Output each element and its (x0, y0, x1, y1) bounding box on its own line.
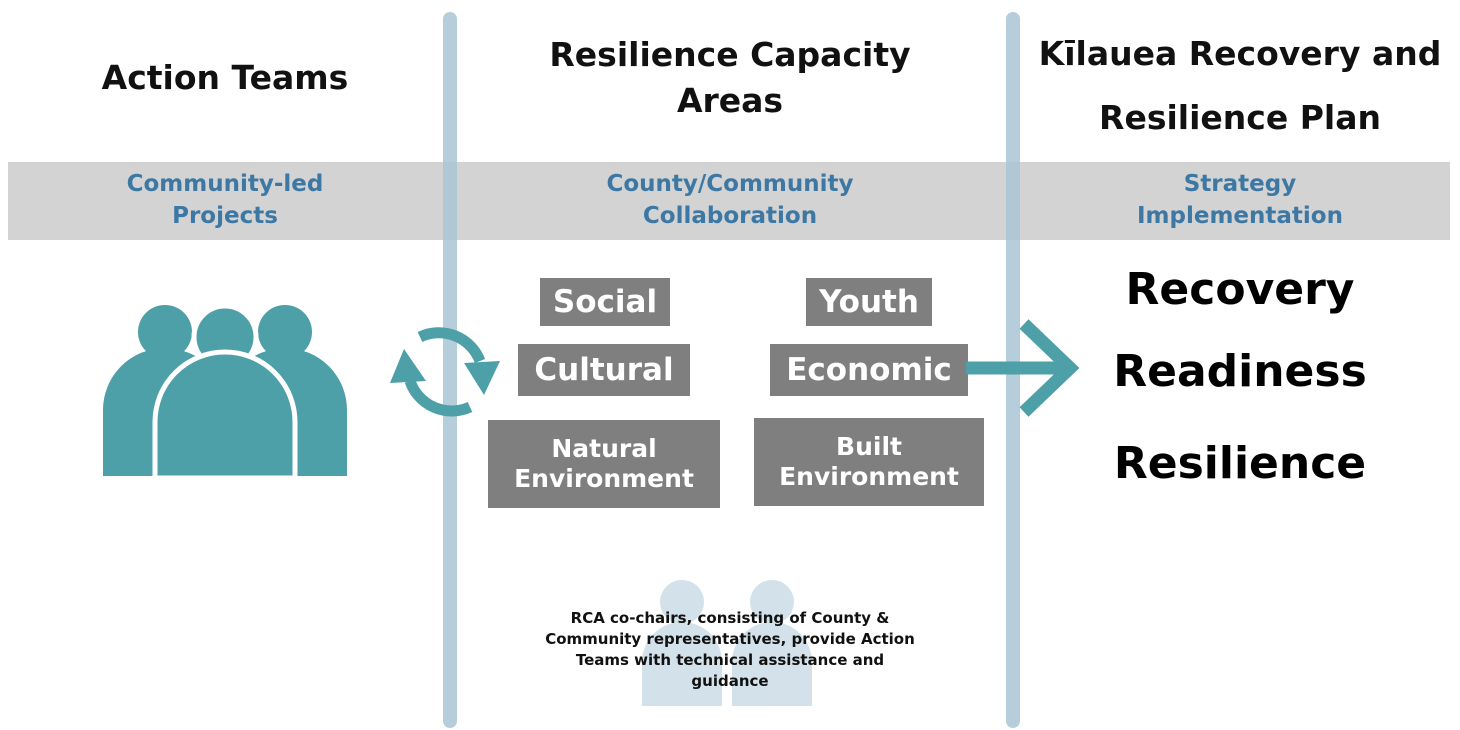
header-band (8, 162, 1450, 240)
column-title-plan: Kīlauea Recovery and Resilience Plan (1038, 34, 1442, 137)
rca-economic: Economic (770, 344, 968, 396)
faded-people-icon (642, 580, 812, 706)
cycle-arrows-icon (390, 327, 500, 417)
rca-built-environment: Built Environment (754, 418, 984, 506)
column-title-rca: Resilience Capacity Areas (549, 35, 911, 120)
rca-natural-environment: Natural Environment (488, 420, 720, 508)
rca-social: Social (540, 278, 670, 326)
rca-youth: Youth (806, 278, 932, 326)
rca-cultural: Cultural (518, 344, 690, 396)
band-label-strategy: Strategy Implementation (1137, 171, 1343, 229)
outcome-resilience: Resilience (1113, 438, 1367, 489)
band-label-community-led: Community-led Projects (126, 171, 324, 229)
band-label-collaboration: County/Community Collaboration (606, 171, 854, 229)
outcome-readiness: Readiness (1113, 346, 1367, 397)
divider-left (443, 12, 457, 728)
outcome-recovery: Recovery (1125, 264, 1355, 315)
rca-cochairs-note: RCA co-chairs, consisting of County & Co… (545, 609, 915, 690)
people-group-icon (103, 303, 347, 480)
column-title-action-teams: Action Teams (101, 58, 349, 97)
right-arrow-icon (966, 319, 1080, 417)
